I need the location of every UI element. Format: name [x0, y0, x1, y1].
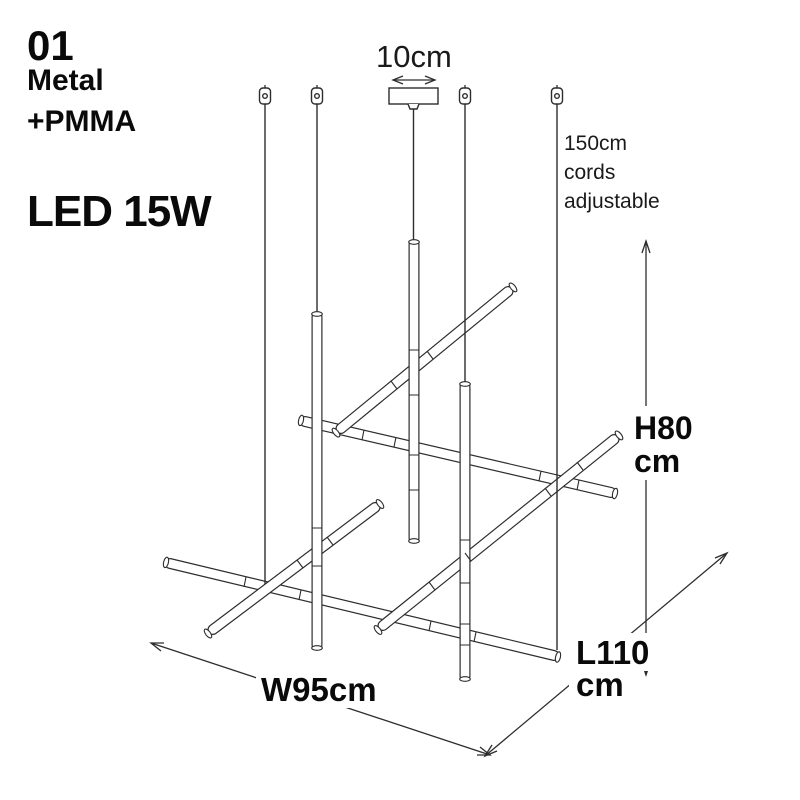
arrow-lower-left-icon: [483, 744, 498, 758]
material2-label: +PMMA: [27, 105, 136, 138]
arrow-upper-left-icon: [149, 642, 164, 652]
suspension-cords: [264, 104, 558, 650]
tube-vertical-center: [408, 239, 420, 544]
product-info-block: 01 Metal +PMMA LED 15W: [27, 22, 213, 236]
mount-hole-icon: [314, 92, 321, 99]
canopy-connector: [407, 103, 420, 110]
cord-note: 150cm cords adjustable: [564, 132, 660, 213]
ceiling-mount-4: [550, 85, 564, 105]
length-value-label: L110: [576, 634, 649, 671]
height-value-label: H80: [634, 410, 693, 446]
arrow-right-icon: [424, 75, 437, 85]
tube-upper-diagonal: [331, 282, 518, 438]
cord-note-line2: cords: [564, 161, 615, 184]
ceiling-mount-3: [458, 85, 472, 105]
mount-hole-icon: [262, 92, 269, 99]
material-label: Metal: [27, 64, 104, 97]
height-unit-label: cm: [634, 443, 680, 479]
canopy-group: 10cm: [376, 39, 452, 110]
arrow-lower-right-icon: [477, 746, 492, 756]
tube-vertical-right: [459, 381, 471, 682]
model-number-label: 01: [27, 22, 74, 69]
tube-joints: [243, 349, 584, 646]
lamp-drawing: [162, 104, 624, 682]
tube-lower-horizontal: [162, 556, 562, 663]
arrow-up-icon: [641, 238, 651, 254]
canopy-width-label: 10cm: [376, 39, 452, 74]
power-label: LED 15W: [27, 187, 212, 236]
ceiling-mounts: [258, 85, 564, 105]
width-value-label: W95cm: [261, 671, 377, 708]
arrow-left-icon: [391, 75, 404, 85]
length-unit-label: cm: [576, 666, 624, 703]
mount-hole-icon: [462, 92, 469, 99]
tube-lower-right-diagonal: [373, 430, 624, 635]
mount-hole-icon: [554, 92, 561, 99]
tube-vertical-left: [311, 311, 323, 651]
ceiling-mount-1: [258, 85, 272, 105]
length-dimension: L110 cm: [483, 551, 729, 758]
canopy: [388, 87, 439, 105]
width-dimension: W95cm: [149, 642, 492, 756]
canopy-width-arrow: [391, 75, 437, 85]
cord-note-line1: 150cm: [564, 132, 627, 155]
cord-note-line3: adjustable: [564, 190, 660, 213]
ceiling-mount-2: [310, 85, 324, 105]
height-dimension: H80 cm: [628, 238, 704, 678]
arrow-upper-right-icon: [714, 551, 729, 565]
tube-lower-left-diagonal: [203, 498, 385, 639]
